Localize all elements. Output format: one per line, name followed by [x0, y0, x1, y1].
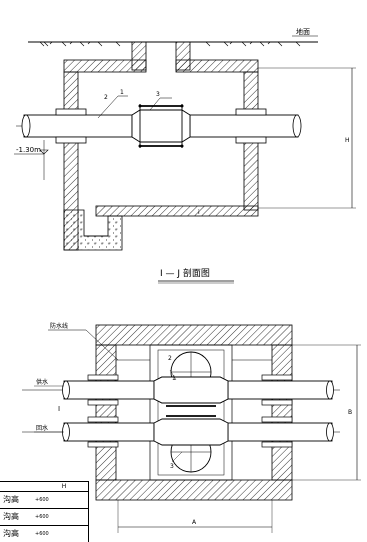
- section-callout-3: 3: [156, 91, 160, 98]
- section-callout-2: 2: [104, 94, 108, 101]
- legend-row: 沟高 +600: [0, 509, 88, 526]
- pipe-right: [189, 114, 299, 138]
- chamber-top-slab-left: [63, 59, 147, 73]
- compensator-body: [131, 109, 191, 143]
- legend-row-name: 沟高: [3, 529, 19, 538]
- legend-table: H 沟高 +600 沟高 +600 沟高 +600: [0, 481, 89, 542]
- plan-right-dimension-label: B: [348, 409, 352, 416]
- pipe-left: [23, 114, 133, 138]
- plan-callout-2: 2: [168, 355, 172, 362]
- section-elevation-label: -1.30m: [16, 146, 41, 154]
- legend-row-name: 沟高: [3, 512, 19, 521]
- plan-wall-top: [95, 324, 293, 346]
- sump-base: [63, 209, 123, 251]
- ground-label: 地面: [296, 27, 310, 36]
- plan-return-pipe-right: [227, 422, 333, 442]
- plan-callout-1: 1: [172, 375, 176, 382]
- plan-bottom-dimension-label: A: [192, 519, 197, 526]
- section-title: I — J 剖面图: [160, 267, 210, 279]
- wall-sleeve-right-bottom: [235, 136, 267, 144]
- plan-section-mark: I: [58, 405, 60, 413]
- plan-return-label: 回水: [36, 424, 48, 432]
- plan-return-compensator: [153, 418, 229, 446]
- legend-row-value: +600: [35, 514, 49, 520]
- plan-wall-left: [95, 344, 117, 481]
- plan-return-pipe-left: [63, 422, 155, 442]
- svg-text:i: i: [198, 209, 200, 216]
- section-view: 地面: [14, 27, 356, 284]
- plan-waterproof-label: 防水线: [50, 322, 68, 330]
- legend-header: H: [0, 482, 88, 492]
- plan-inner-chamber: [149, 344, 233, 481]
- plan-wall-bottom: [95, 479, 293, 501]
- plan-wall-right: [271, 344, 293, 481]
- wall-sleeve-right-top: [235, 108, 267, 116]
- wall-sleeve-left-bottom: [55, 136, 87, 144]
- legend-row-value: +600: [35, 531, 49, 537]
- plan-supply-pipe-right: [227, 380, 333, 400]
- plan-callout-3: 3: [170, 463, 174, 470]
- section-height-label: H: [345, 137, 350, 144]
- legend-row: 沟高 +600: [0, 526, 88, 542]
- plan-supply-label: 供水: [36, 378, 48, 386]
- plan-supply-pipe-left: [63, 380, 155, 400]
- ground-hatch-marks: [39, 41, 301, 47]
- legend-row-name: 沟高: [3, 495, 19, 504]
- plan-view: 防水线 供水 回水: [22, 322, 361, 533]
- section-callout-1: 1: [120, 89, 124, 96]
- legend-row: 沟高 +600: [0, 492, 88, 509]
- legend-row-value: +600: [35, 497, 49, 503]
- chamber-floor: [95, 205, 259, 217]
- chamber-top-slab-right: [175, 59, 259, 73]
- wall-sleeve-left-top: [55, 108, 87, 116]
